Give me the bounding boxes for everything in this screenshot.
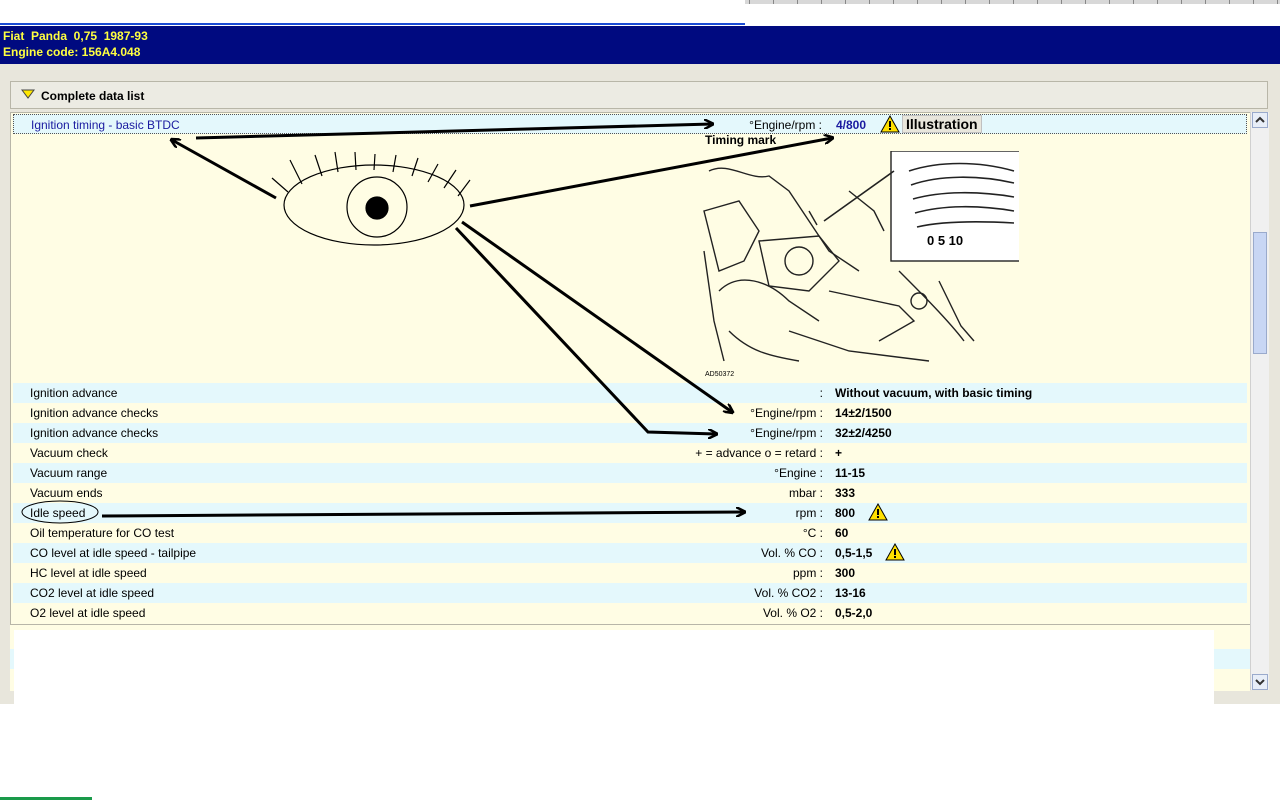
data-list[interactable]: Ignition timing - basic BTDC °Engine/rpm…	[10, 112, 1251, 625]
row-value: 11-15	[835, 466, 866, 480]
row-unit: mbar :	[788, 486, 823, 500]
blank-overlay	[14, 630, 1214, 706]
vertical-scrollbar[interactable]	[1250, 112, 1269, 690]
engine-code: Engine code: 156A4.048	[3, 45, 141, 59]
spec-row[interactable]: O2 level at idle speed Vol. % O2 : 0,5-2,0	[13, 603, 1247, 623]
row-label: O2 level at idle speed	[30, 606, 146, 620]
row-unit: °Engine/rpm :	[750, 406, 823, 420]
row-label: Vacuum ends	[30, 486, 103, 500]
spec-row[interactable]: Ignition advance checks °Engine/rpm : 32±2…	[13, 423, 1247, 443]
row-unit: Vol. % CO :	[760, 546, 823, 560]
row-unit: °Engine/rpm :	[749, 118, 822, 132]
bottom-area	[0, 704, 1280, 800]
spec-row[interactable]: Vacuum ends mbar : 333	[13, 483, 1247, 503]
row-value: +	[835, 446, 843, 460]
timing-row[interactable]: Ignition timing - basic BTDC °Engine/rpm…	[13, 114, 1247, 134]
row-value: 0,5-1,5	[835, 546, 873, 560]
row-unit: + = advance o = retard :	[695, 446, 823, 460]
row-value: 4/800	[836, 118, 867, 132]
drawing-code: AD50372	[705, 371, 735, 378]
vehicle-info-bar: Fiat Panda 0,75 1987-93 Engine code: 156…	[0, 26, 1280, 64]
top-strip	[0, 0, 1280, 26]
ruler-strip	[745, 0, 1280, 4]
scroll-thumb[interactable]	[1253, 232, 1267, 354]
timing-mark-label: Timing mark	[705, 133, 777, 147]
row-unit: °Engine :	[774, 466, 823, 480]
row-value: 800	[835, 506, 856, 520]
warning-icon[interactable]	[868, 503, 888, 521]
row-value: 14±2/1500	[835, 406, 892, 420]
row-label: HC level at idle speed	[30, 566, 147, 580]
spec-row[interactable]: Idle speed rpm : 800	[13, 503, 1247, 523]
row-label: Idle speed	[30, 506, 86, 520]
chevron-down-icon[interactable]	[21, 88, 35, 100]
row-unit: Vol. % O2 :	[762, 606, 823, 620]
row-label: Ignition advance checks	[30, 426, 159, 440]
row-unit: rpm :	[795, 506, 823, 520]
row-value: 13-16	[835, 586, 866, 600]
engine-timing-illustration: 0 5 10	[703, 151, 1019, 362]
spec-row[interactable]: Vacuum range °Engine : 11-15	[13, 463, 1247, 483]
chevron-up-icon	[1255, 116, 1265, 123]
dial-numbers: 0 5 10	[927, 233, 963, 248]
row-value: 32±2/4250	[835, 426, 892, 440]
row-label: Vacuum range	[30, 466, 108, 480]
spec-row[interactable]: CO level at idle speed - tailpipe Vol. % …	[13, 543, 1247, 563]
data-panel: Complete data list Ignition timing - bas…	[0, 64, 1280, 704]
spec-row[interactable]: CO2 level at idle speed Vol. % CO2 : 13-16	[13, 583, 1247, 603]
chevron-down-icon	[1255, 679, 1265, 686]
row-unit: ppm :	[792, 566, 823, 580]
row-label: Oil temperature for CO test	[30, 526, 175, 540]
scroll-down-button[interactable]	[1252, 674, 1268, 690]
row-label: Ignition timing - basic BTDC	[31, 118, 180, 132]
row-value: 300	[835, 566, 856, 580]
row-value: Without vacuum, with basic timing	[835, 386, 1033, 400]
spec-row[interactable]: Vacuum check + = advance o = retard : +	[13, 443, 1247, 463]
taskbar-edge	[0, 797, 92, 800]
row-label: Ignition advance checks	[30, 406, 159, 420]
row-label: CO level at idle speed - tailpipe	[30, 546, 197, 560]
row-unit: °C :	[802, 526, 823, 540]
complete-data-list-header[interactable]: Complete data list	[10, 81, 1268, 109]
title-progress-line	[0, 23, 745, 25]
spec-row[interactable]: HC level at idle speed ppm : 300	[13, 563, 1247, 583]
spec-row[interactable]: Ignition advance checks °Engine/rpm : 14±2…	[13, 403, 1247, 423]
list-header-title: Complete data list	[41, 89, 145, 103]
scroll-up-button[interactable]	[1252, 112, 1268, 128]
row-value: 60	[835, 526, 849, 540]
row-unit: Vol. % CO2 :	[754, 586, 823, 600]
warning-icon[interactable]	[880, 115, 900, 133]
row-label: Ignition advance	[30, 386, 118, 400]
spec-row[interactable]: Oil temperature for CO test °C : 60	[13, 523, 1247, 543]
row-unit: :	[819, 386, 823, 400]
illustration-button[interactable]: Illustration	[902, 115, 982, 133]
row-unit: °Engine/rpm :	[750, 426, 823, 440]
spec-row[interactable]: Ignition advance: Without vacuum, with ba…	[13, 383, 1247, 403]
row-value: 333	[835, 486, 856, 500]
vehicle-model: Fiat Panda 0,75 1987-93	[3, 29, 148, 43]
warning-icon[interactable]	[885, 543, 905, 561]
row-label: CO2 level at idle speed	[30, 586, 155, 600]
row-value: 0,5-2,0	[835, 606, 873, 620]
row-label: Vacuum check	[30, 446, 108, 460]
